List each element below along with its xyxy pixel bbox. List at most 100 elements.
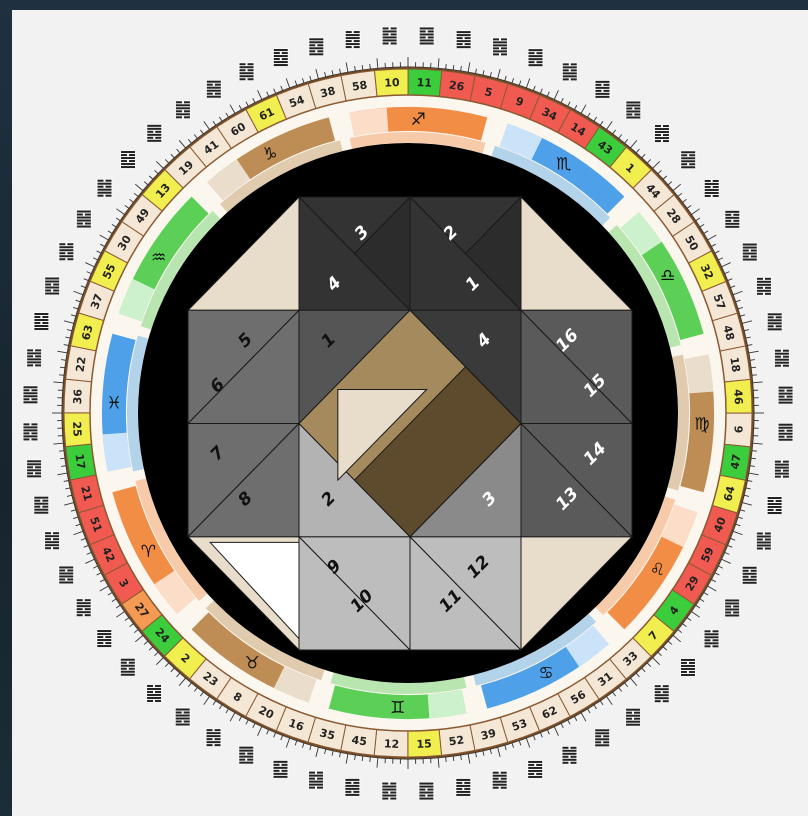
degree-tick	[149, 647, 153, 650]
degree-tick	[135, 184, 143, 190]
gate-number: 17	[73, 453, 88, 470]
degree-tick	[219, 117, 222, 121]
degree-tick	[134, 630, 138, 633]
hexagram-icon	[33, 496, 49, 514]
degree-tick	[540, 89, 542, 94]
degree-tick	[574, 716, 576, 720]
degree-tick	[362, 65, 363, 70]
degree-tick	[258, 727, 262, 736]
libra-glyph: ♎	[660, 266, 675, 286]
degree-tick	[733, 291, 742, 294]
hexagram-icon	[26, 459, 42, 477]
degree-tick	[554, 727, 558, 736]
degree-tick	[200, 130, 203, 134]
hexagram-icon	[344, 778, 360, 796]
hexagram-icon	[96, 629, 112, 647]
hexagram-icon	[456, 30, 472, 48]
degree-tick	[547, 730, 549, 735]
gemini-glyph: ♊	[390, 698, 405, 718]
hexagram-icon	[654, 124, 670, 142]
leo-glyph: ♌	[650, 560, 665, 580]
degree-tick	[60, 458, 65, 459]
degree-tick	[476, 752, 477, 757]
degree-tick	[738, 517, 743, 519]
degree-tick	[53, 382, 63, 383]
pisces-glyph: ♓	[107, 394, 122, 414]
gate-number: 58	[351, 79, 368, 94]
degree-tick	[377, 58, 378, 68]
aquarius-glyph: ♒	[151, 248, 166, 268]
degree-tick	[332, 751, 333, 756]
degree-tick	[154, 170, 158, 173]
degree-tick	[286, 738, 289, 747]
degree-tick	[204, 696, 210, 704]
hexagram-icon	[175, 100, 191, 118]
degree-tick	[746, 488, 751, 489]
degree-tick	[751, 367, 756, 368]
degree-tick	[130, 624, 134, 627]
degree-tick	[108, 592, 112, 595]
degree-tick	[116, 218, 120, 221]
hexagram-icon	[175, 708, 191, 726]
degree-tick	[653, 161, 660, 168]
degree-tick	[581, 713, 586, 722]
degree-tick	[519, 81, 521, 86]
degree-tick	[194, 135, 197, 139]
degree-tick	[370, 64, 371, 69]
degree-tick	[81, 538, 86, 540]
degree-tick	[600, 701, 603, 705]
degree-tick	[194, 688, 197, 692]
degree-tick	[678, 630, 682, 633]
degree-tick	[156, 658, 163, 665]
degree-tick	[498, 747, 501, 757]
degree-tick	[574, 105, 576, 109]
degree-tick	[519, 741, 521, 746]
gate-number: 36	[71, 388, 85, 404]
hexagram-icon	[146, 684, 162, 702]
degree-tick	[505, 745, 506, 750]
hexagram-icon	[527, 760, 543, 778]
zodiac-band-highlight	[428, 690, 467, 718]
hexagram-icon	[44, 531, 60, 549]
degree-tick	[246, 720, 248, 724]
degree-tick	[165, 663, 168, 667]
degree-tick	[281, 86, 283, 91]
degree-tick	[144, 641, 148, 644]
degree-tick	[625, 139, 628, 143]
degree-tick	[108, 231, 112, 234]
degree-tick	[171, 154, 174, 158]
hexagram-icon	[767, 496, 783, 514]
hexagram-icon	[206, 80, 222, 98]
degree-tick	[587, 113, 590, 117]
hexagram-icon	[76, 598, 92, 616]
degree-tick	[742, 503, 752, 506]
gate-number: 46	[731, 389, 745, 405]
degree-tick	[636, 673, 639, 677]
degree-tick	[230, 713, 235, 722]
degree-tick	[316, 747, 319, 757]
degree-tick	[316, 69, 319, 79]
degree-tick	[673, 184, 681, 190]
degree-tick	[744, 495, 749, 496]
degree-tick	[658, 170, 662, 173]
degree-tick	[568, 102, 570, 106]
degree-tick	[711, 579, 715, 581]
degree-tick	[84, 279, 89, 281]
taurus-glyph: ♉	[245, 653, 260, 673]
degree-tick	[295, 81, 297, 86]
degree-tick	[468, 62, 470, 72]
degree-tick	[144, 182, 148, 185]
degree-tick	[636, 149, 639, 153]
degree-tick	[87, 272, 92, 274]
degree-tick	[179, 678, 185, 686]
gate-number: 47	[728, 453, 743, 470]
degree-tick	[446, 64, 447, 69]
hexagram-icon	[382, 26, 398, 44]
degree-tick	[453, 756, 454, 761]
hexagram-icon	[767, 312, 783, 330]
degree-tick	[725, 552, 730, 554]
degree-tick	[65, 488, 70, 489]
degree-tick	[490, 72, 491, 77]
hexagram-icon	[308, 771, 324, 789]
